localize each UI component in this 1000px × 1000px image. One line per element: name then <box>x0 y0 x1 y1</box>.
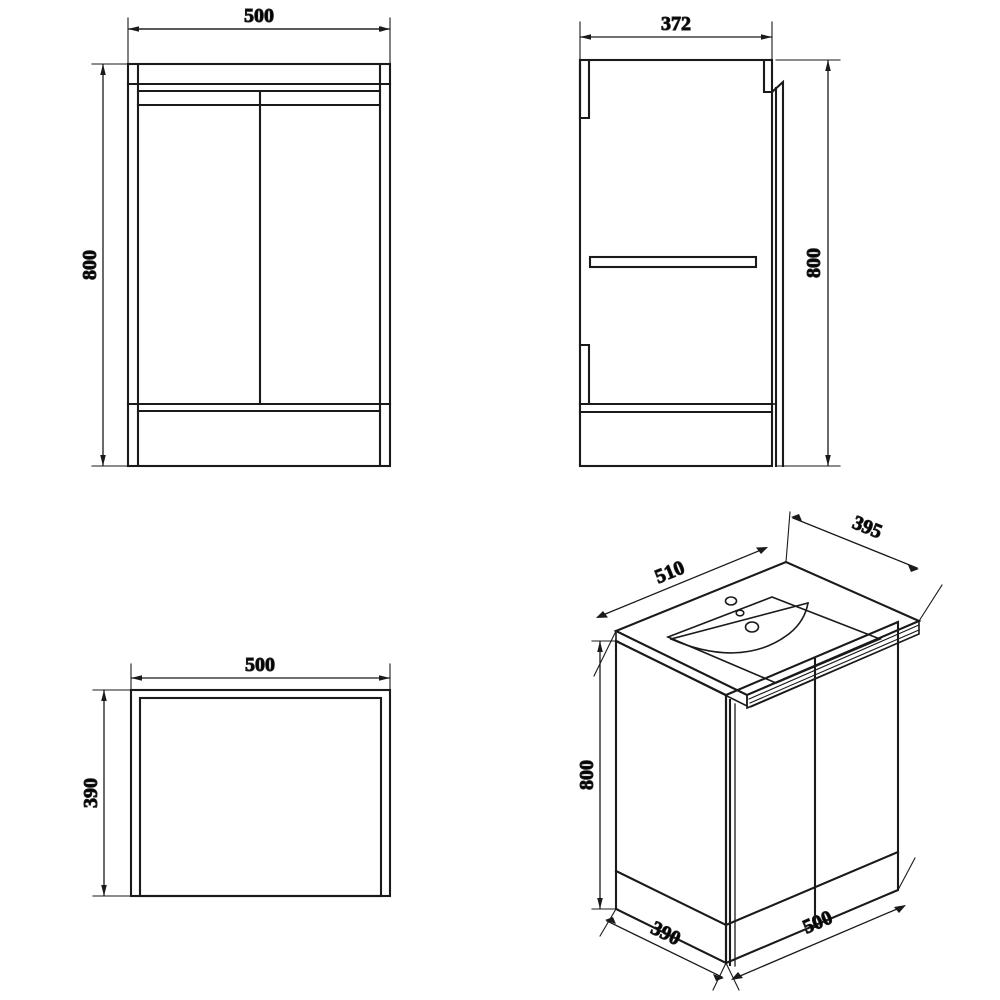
iso-800-dimension-line <box>597 641 603 909</box>
side-top-left-bracket <box>578 58 591 120</box>
iso-countertop-layer-lines <box>748 624 920 708</box>
front-height-dimension-line <box>100 64 106 466</box>
plan-depth-dimension-line <box>101 690 107 896</box>
side-depth-dimension-line <box>580 34 772 40</box>
iso-cabinet-plinth-line <box>724 850 900 927</box>
iso-basin-bowl-backline <box>670 602 809 640</box>
side-carcass-outline <box>578 58 774 468</box>
iso-tap-hole-left <box>724 596 738 606</box>
iso-500-extension-lines <box>725 857 916 991</box>
front-height-extension-lines <box>91 63 134 467</box>
iso-510-dimension-line <box>596 547 768 618</box>
iso-390-dimension-line <box>605 917 724 981</box>
iso-cabinet-plinth-line-left <box>614 869 728 927</box>
front-carcass-outline <box>126 62 392 468</box>
side-height-extension-lines <box>775 59 841 467</box>
iso-800-extension-lines <box>591 640 619 910</box>
iso-tap-hole-small <box>735 609 745 617</box>
iso-height-label: 800 <box>576 760 598 790</box>
iso-basin-bowl-curve <box>669 602 809 654</box>
plan-depth-extension-lines <box>92 689 137 897</box>
front-width-label: 500 <box>244 5 274 27</box>
iso-395-dimension-line <box>791 514 919 572</box>
plan-inner-outline <box>138 696 383 898</box>
side-depth-label: 372 <box>661 13 691 35</box>
plan-depth-label: 390 <box>80 778 102 808</box>
iso-waste-hole <box>744 621 760 633</box>
side-height-dimension-line <box>825 60 831 466</box>
plan-view: 500 390 <box>80 654 392 898</box>
plan-width-dimension-line <box>131 675 390 681</box>
iso-395-extension-lines <box>918 584 943 622</box>
front-elevation-view: 500 800 <box>79 5 392 468</box>
plan-width-extension-lines <box>130 663 391 691</box>
front-width-dimension-line <box>128 26 390 32</box>
side-shelf-bar <box>588 255 758 269</box>
plan-width-label: 500 <box>245 654 275 676</box>
side-height-label: 800 <box>803 248 825 278</box>
iso-500-dimension-line <box>731 905 906 980</box>
side-top-right-bracket <box>762 58 774 94</box>
side-elevation-view: 372 800 <box>578 13 841 468</box>
iso-510-extension-lines <box>593 511 791 677</box>
front-height-label: 800 <box>79 250 101 280</box>
